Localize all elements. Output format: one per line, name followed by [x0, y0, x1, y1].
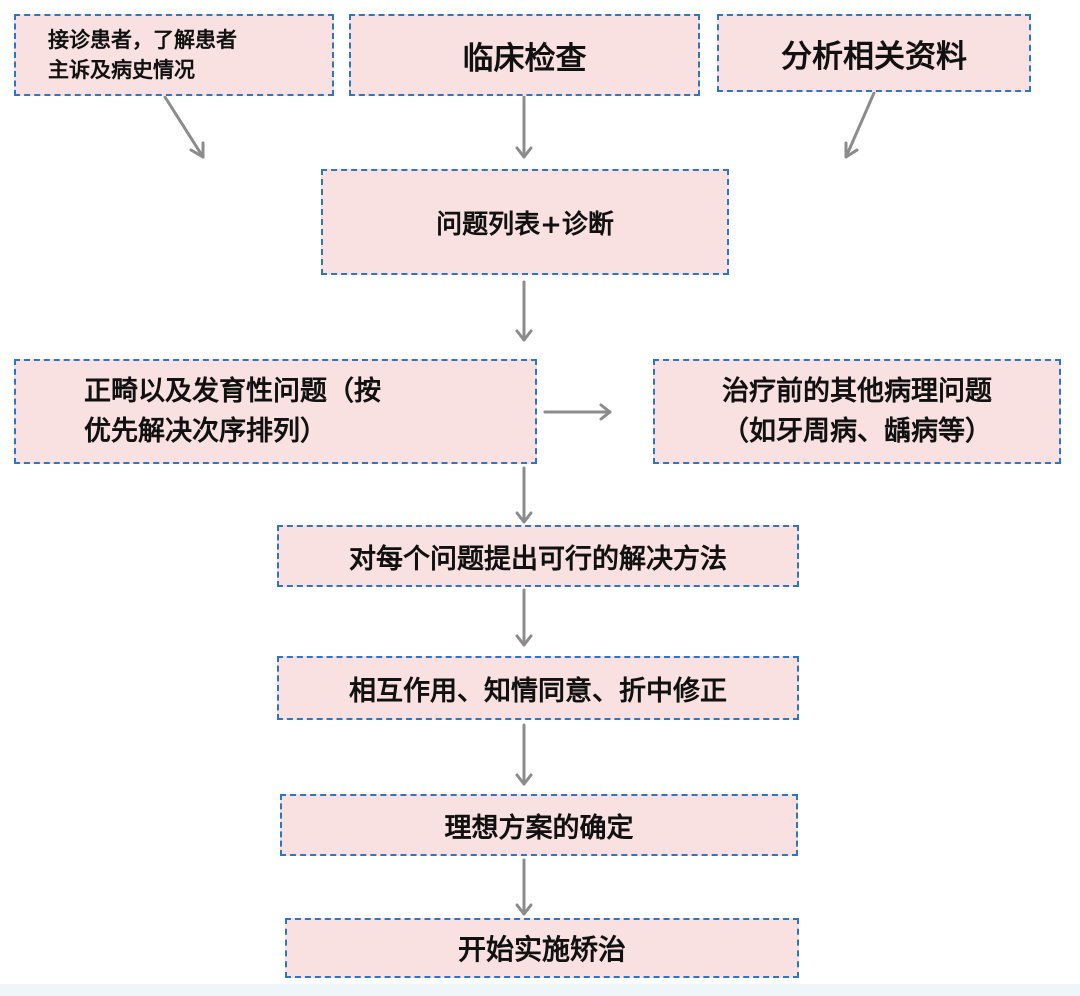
bottom-background-strip: [0, 984, 1080, 996]
data-analysis-box: 分析相关资料: [717, 14, 1031, 92]
problem-list-diagnosis-label: 问题列表+诊断: [436, 209, 614, 240]
other-pathology-line-2: （如牙周病、龋病等）: [722, 415, 992, 447]
solutions-box: 对每个问题提出可行的解决方法: [277, 525, 799, 587]
arrow-solutions-to-interaction: [515, 588, 533, 647]
arrow-analysis-to-problems: [844, 91, 876, 159]
clinical-exam-label: 临床检查: [462, 40, 587, 77]
intake-step-line-1: 接诊患者，了解患者: [48, 28, 237, 52]
other-pathology-box: 治疗前的其他病理问题 （如牙周病、龋病等）: [653, 359, 1061, 464]
other-pathology-line-1: 治疗前的其他病理问题: [722, 375, 992, 407]
intake-step-text: 接诊患者，了解患者 主诉及病史情况: [48, 25, 237, 85]
arrow-problems-to-malocclusion: [515, 280, 533, 342]
arrow-malocclusion-to-solutions: [515, 466, 533, 524]
arrow-intake-to-problems: [163, 95, 205, 159]
ideal-plan-label: 理想方案的确定: [444, 812, 634, 844]
intake-step-line-2: 主诉及病史情况: [48, 58, 195, 82]
interaction-consent-box: 相互作用、知情同意、折中修正: [277, 656, 799, 720]
arrow-ideal-to-start: [515, 858, 533, 916]
orthodontic-problems-box: 正畸以及发育性问题（按 优先解决次序排列）: [14, 359, 537, 464]
start-treatment-box: 开始实施矫治: [285, 918, 799, 978]
orthodontic-problems-line-2: 优先解决次序排列）: [84, 415, 327, 447]
problem-list-diagnosis-box: 问题列表+诊断: [321, 169, 729, 275]
interaction-consent-label: 相互作用、知情同意、折中修正: [349, 675, 727, 707]
ideal-plan-box: 理想方案的确定: [280, 794, 798, 856]
orthodontic-problems-text: 正畸以及发育性问题（按 优先解决次序排列）: [84, 372, 381, 452]
data-analysis-label: 分析相关资料: [781, 38, 967, 75]
other-pathology-text: 治疗前的其他病理问题 （如牙周病、龋病等）: [722, 372, 992, 452]
clinical-exam-box: 临床检查: [349, 14, 700, 96]
solutions-label: 对每个问题提出可行的解决方法: [349, 543, 727, 575]
arrow-exam-to-problems: [515, 95, 533, 159]
orthodontic-problems-line-1: 正畸以及发育性问题（按: [84, 375, 381, 407]
arrow-malocclusion-to-pathology: [543, 403, 612, 421]
start-treatment-label: 开始实施矫治: [457, 933, 626, 966]
arrow-interaction-to-ideal: [515, 723, 533, 786]
intake-step-box: 接诊患者，了解患者 主诉及病史情况: [14, 14, 334, 96]
